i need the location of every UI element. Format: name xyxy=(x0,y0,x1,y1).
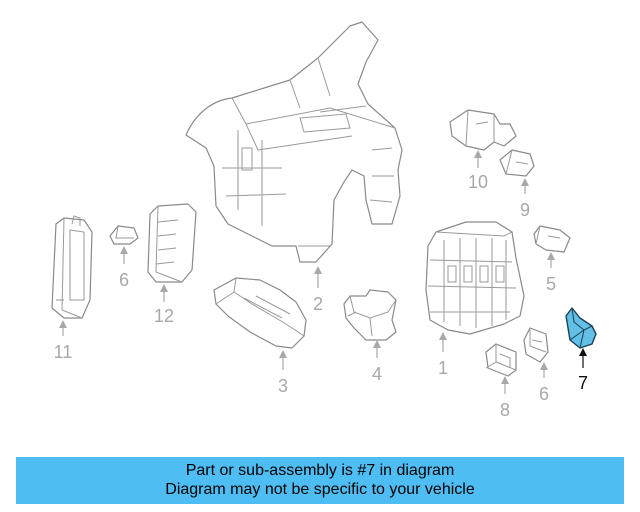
part-7-fuse-highlighted[interactable] xyxy=(565,307,597,349)
callout-3: 3 xyxy=(278,350,288,396)
callout-label-3: 3 xyxy=(278,376,288,396)
callout-label-4: 4 xyxy=(372,364,382,384)
part-4-bracket[interactable] xyxy=(343,289,397,341)
callout-label-11: 11 xyxy=(54,342,73,362)
callout-label-1: 1 xyxy=(438,358,448,378)
callout-label-10: 10 xyxy=(468,172,488,192)
callout-label-6-left: 6 xyxy=(119,270,129,290)
callout-1: 1 xyxy=(438,332,448,378)
callout-4: 4 xyxy=(372,340,382,384)
callout-2: 2 xyxy=(313,266,323,314)
callout-11: 11 xyxy=(54,320,73,362)
part-6-relay-left[interactable] xyxy=(109,225,139,245)
callout-label-5: 5 xyxy=(546,274,556,294)
part-8-relay[interactable] xyxy=(485,343,517,377)
part-3-cover[interactable] xyxy=(213,277,307,349)
banner-line-2: Diagram may not be specific to your vehi… xyxy=(165,481,475,498)
callout-label-7: 7 xyxy=(578,373,588,393)
part-12-control-module[interactable] xyxy=(147,203,197,283)
callout-12: 12 xyxy=(154,284,174,326)
part-9-relay[interactable] xyxy=(499,149,535,177)
part-5-relay[interactable] xyxy=(533,225,571,253)
callout-8: 8 xyxy=(500,376,510,420)
part-11-housing[interactable] xyxy=(51,215,93,319)
part-10-connector[interactable] xyxy=(449,109,517,151)
callout-6-left: 6 xyxy=(119,246,129,290)
callout-label-2: 2 xyxy=(313,294,323,314)
callout-6-right: 6 xyxy=(539,362,549,404)
callout-5: 5 xyxy=(546,252,556,294)
callout-9: 9 xyxy=(520,178,530,220)
callout-label-6-right: 6 xyxy=(539,384,549,404)
banner-line-1: Part or sub-assembly is #7 in diagram xyxy=(185,462,455,479)
parts-diagram: 1 2 3 4 5 6 6 7 8 9 xyxy=(51,21,597,420)
part-1-fuse-box[interactable] xyxy=(425,221,525,335)
callout-label-12: 12 xyxy=(154,306,174,326)
callout-label-8: 8 xyxy=(500,400,510,420)
part-6-relay-right[interactable] xyxy=(523,327,549,363)
part-2-bracket[interactable] xyxy=(185,21,403,263)
callout-label-9: 9 xyxy=(520,200,530,220)
info-banner: Part or sub-assembly is #7 in diagram Di… xyxy=(16,457,624,504)
callout-7: 7 xyxy=(578,348,588,393)
callout-10: 10 xyxy=(468,150,488,192)
